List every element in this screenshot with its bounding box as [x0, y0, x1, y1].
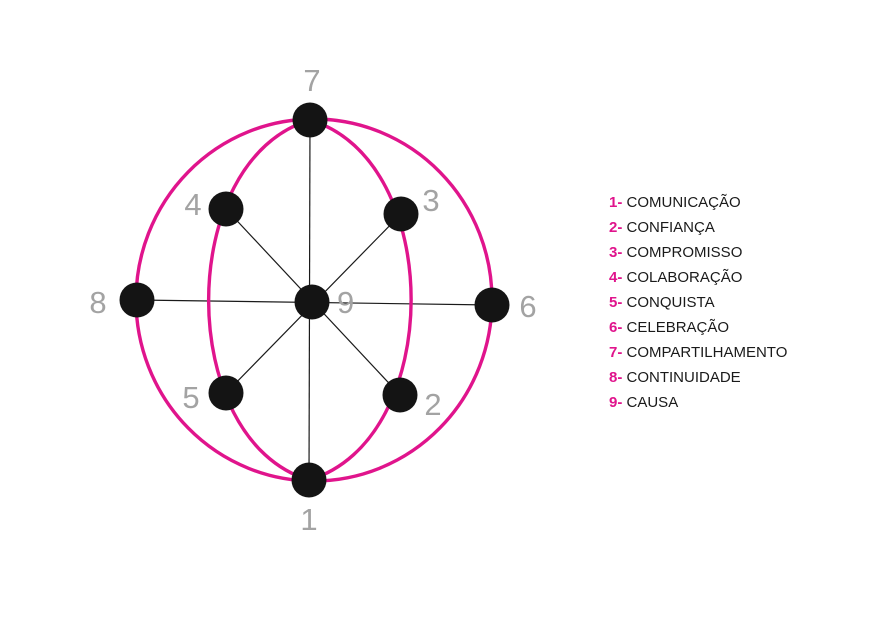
legend-number: 5- [609, 294, 623, 311]
node-label-5: 5 [182, 380, 199, 415]
legend-item-5: 5- CONQUISTA [609, 290, 787, 315]
legend-item-1: 1- COMUNICAÇÃO [609, 190, 787, 215]
legend-number: 4- [609, 269, 623, 286]
legend-number: 1- [609, 194, 623, 211]
legend-label: COLABORAÇÃO [626, 269, 743, 286]
legend-number: 2- [609, 219, 623, 236]
legend-number: 7- [609, 344, 623, 361]
legend-item-3: 3- COMPROMISSO [609, 240, 787, 265]
legend-item-7: 7- COMPARTILHAMENTO [609, 340, 787, 365]
sphere-network-diagram: 1 2 3 4 5 6 7 8 9 [89, 63, 536, 537]
legend: 1- COMUNICAÇÃO 2- CONFIANÇA 3- COMPROMIS… [609, 190, 787, 415]
node-label-6: 6 [519, 289, 536, 324]
node-8 [119, 282, 155, 318]
inner-left-arc [206, 118, 311, 482]
node-labels: 1 2 3 4 5 6 7 8 9 [89, 63, 536, 537]
legend-item-2: 2- CONFIANÇA [609, 215, 787, 240]
legend-number: 9- [609, 394, 623, 411]
legend-label: CAUSA [626, 394, 679, 411]
legend-label: COMPROMISSO [626, 244, 743, 261]
legend-item-4: 4- COLABORAÇÃO [609, 265, 787, 290]
legend-label: CONQUISTA [626, 294, 715, 311]
legend-label: COMPARTILHAMENTO [626, 344, 788, 361]
node-6 [474, 287, 510, 323]
node-label-3: 3 [422, 183, 439, 218]
legend-number: 6- [609, 319, 623, 336]
legend-label: CELEBRAÇÃO [626, 319, 730, 336]
legend-label: COMUNICAÇÃO [626, 194, 741, 211]
node-label-9: 9 [337, 285, 354, 320]
legend-item-6: 6- CELEBRAÇÃO [609, 315, 787, 340]
node-2 [382, 377, 418, 413]
inner-right-arc [308, 118, 413, 482]
node-3 [383, 196, 419, 232]
legend-label: CONTINUIDADE [626, 369, 741, 386]
node-9 [294, 284, 330, 320]
legend-label: CONFIANÇA [626, 219, 715, 236]
node-label-7: 7 [303, 63, 320, 98]
node-label-4: 4 [184, 187, 201, 222]
legend-item-9: 9- CAUSA [609, 390, 787, 415]
node-4 [208, 191, 244, 227]
nodes [119, 102, 510, 498]
node-1 [291, 462, 327, 498]
node-label-2: 2 [424, 387, 441, 422]
node-5 [208, 375, 244, 411]
legend-item-8: 8- CONTINUIDADE [609, 365, 787, 390]
node-label-8: 8 [89, 285, 106, 320]
node-7 [292, 102, 328, 138]
legend-number: 3- [609, 244, 623, 261]
node-label-1: 1 [300, 502, 317, 537]
legend-number: 8- [609, 369, 623, 386]
